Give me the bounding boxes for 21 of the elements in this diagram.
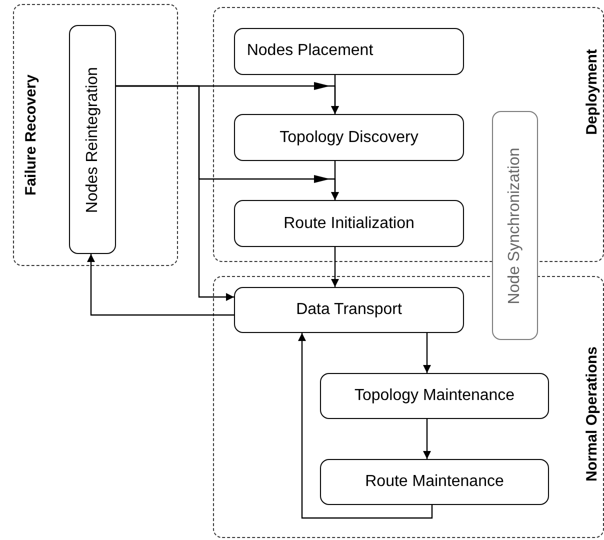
group-title: Failure Recovery (22, 74, 40, 196)
rounded-box (234, 287, 464, 333)
group-title: Deployment (584, 49, 600, 135)
rounded-box (69, 25, 116, 254)
box-label: Topology Maintenance (354, 387, 515, 405)
group-title: Normal Operations (584, 346, 600, 482)
box-label: Topology Discovery (280, 128, 418, 146)
rounded-box (234, 200, 464, 247)
rounded-box (234, 28, 464, 75)
box-label: Node Synchronization (506, 147, 524, 304)
box-label: Route Initialization (284, 214, 414, 232)
dashed-group-frame (13, 4, 178, 266)
rounded-box (320, 373, 549, 419)
box-label: Route Maintenance (365, 473, 504, 491)
dashed-group-frame (213, 7, 604, 262)
rounded-box (492, 111, 538, 340)
box-label: Nodes Placement (246, 42, 374, 60)
rounded-box (320, 459, 549, 505)
box-label: Data Transport (296, 301, 402, 319)
rounded-box (234, 114, 464, 161)
box-label: Nodes Reintegration (84, 66, 102, 212)
